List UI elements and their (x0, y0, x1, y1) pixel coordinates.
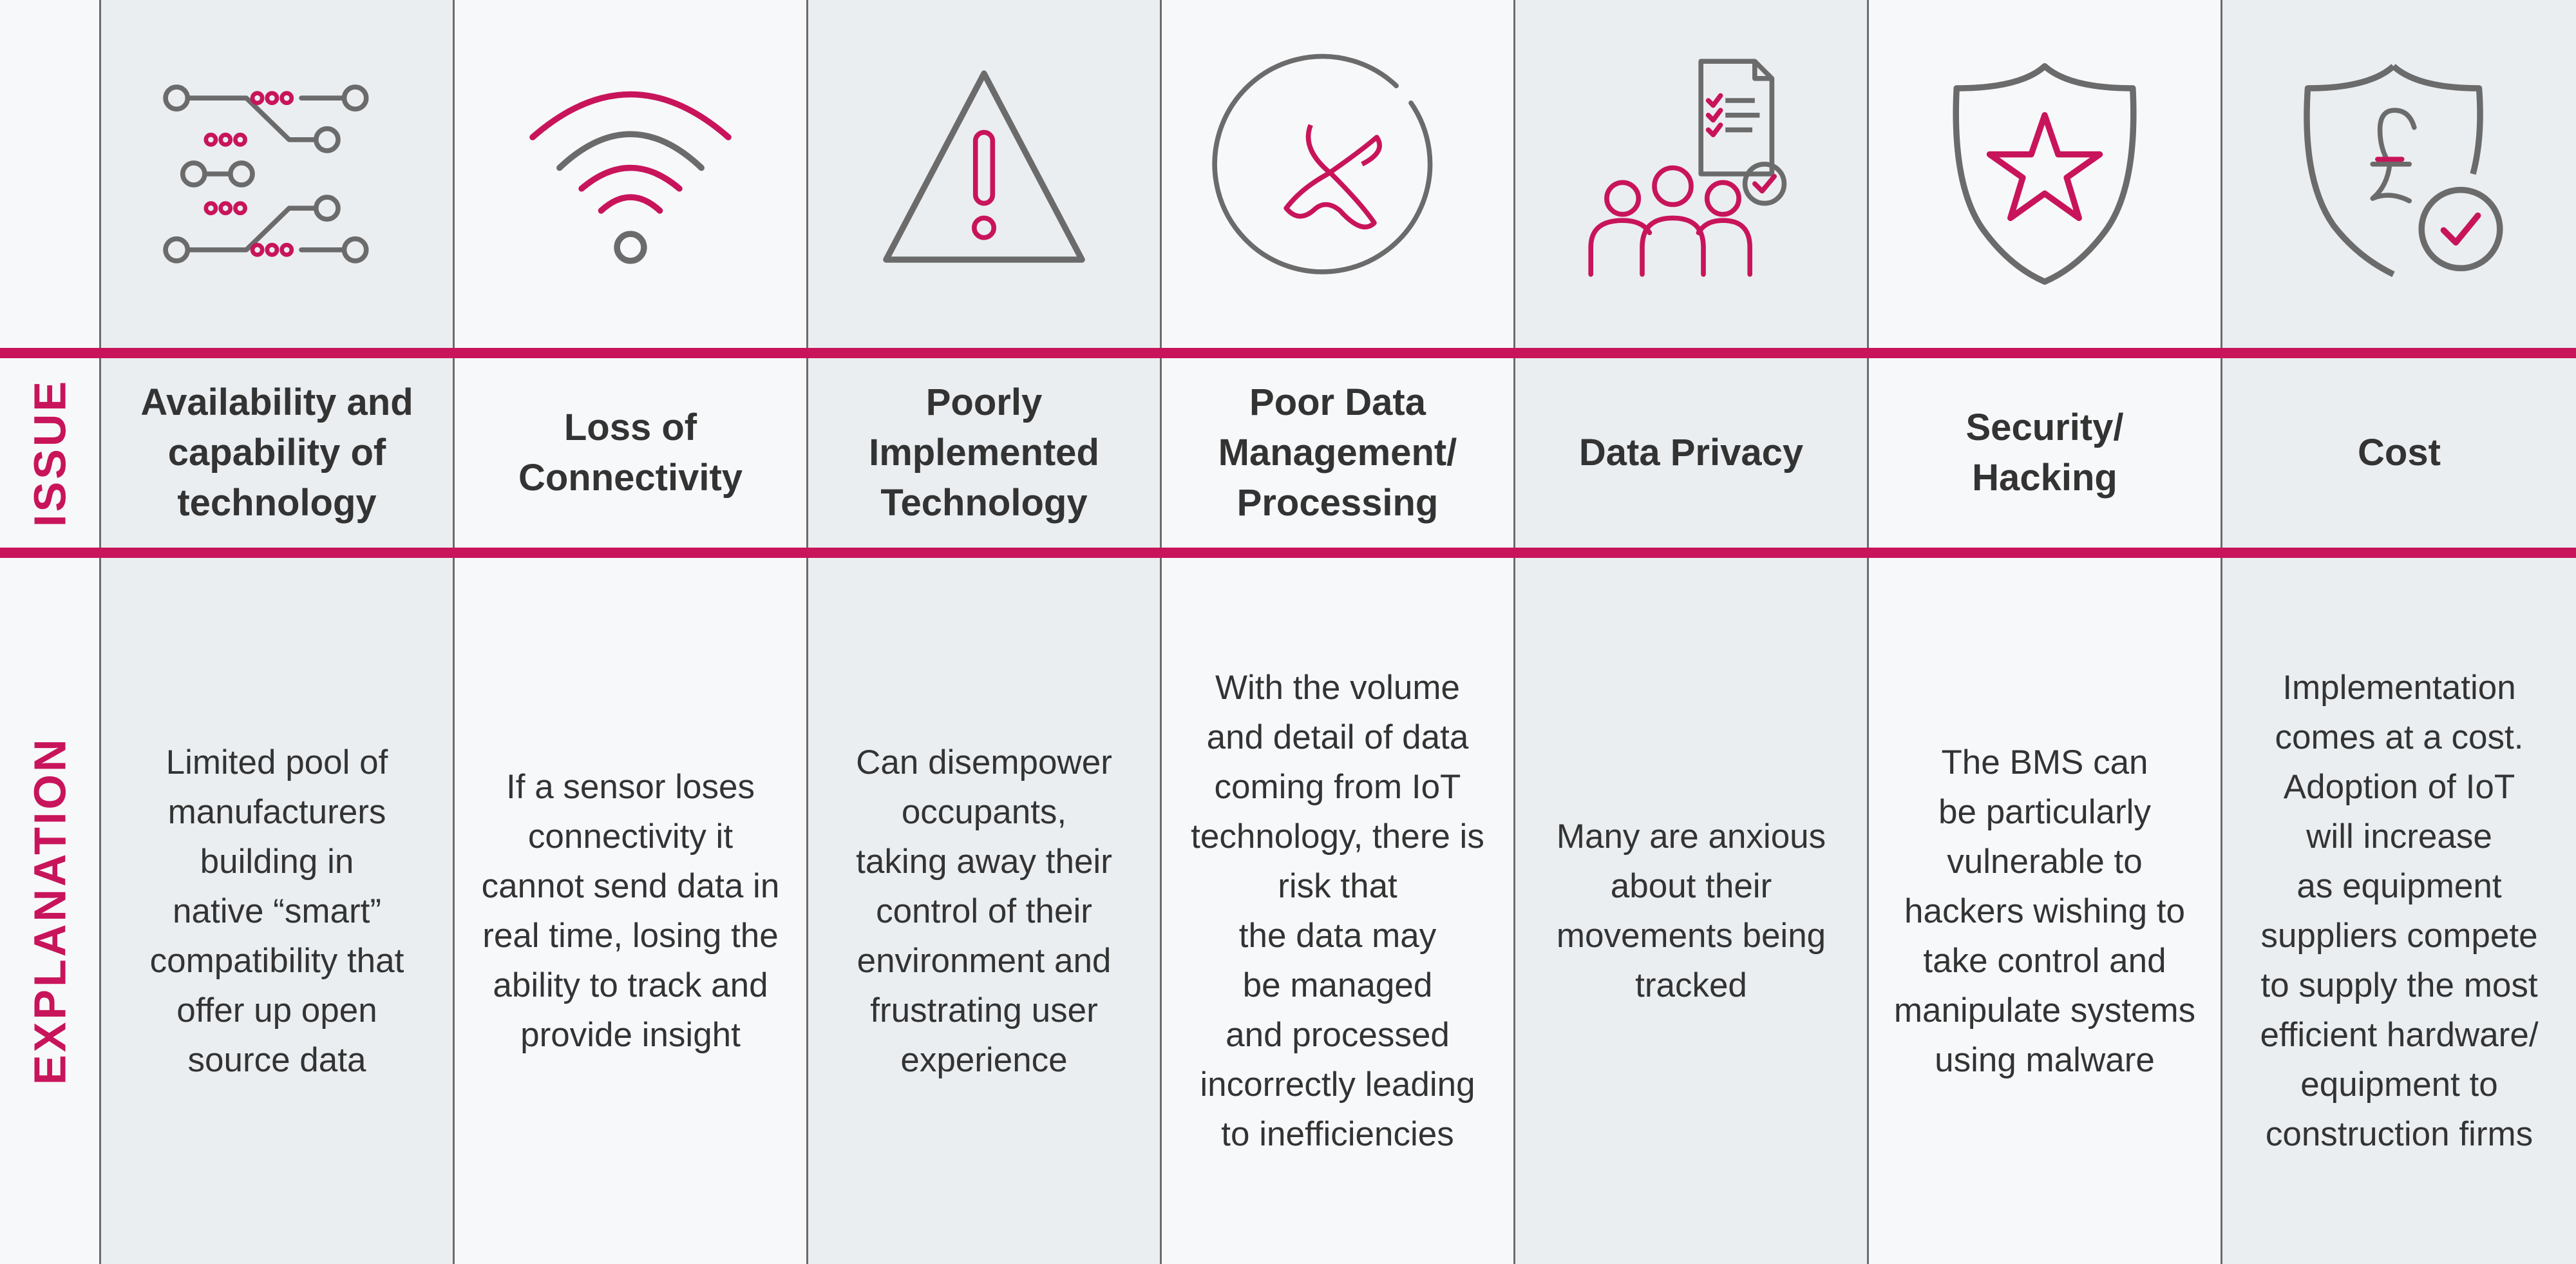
icon-cell-3 (808, 0, 1160, 348)
explanation-cell-4: With the volume and detail of data comin… (1162, 558, 1513, 1264)
explanation-text: Implementation comes at a cost. Adoption… (2260, 669, 2539, 1153)
issue-row-top-band (0, 348, 2576, 358)
explanation-cell-7: Implementation comes at a cost. Adoption… (2222, 558, 2576, 1264)
column-background-5 (1514, 0, 1868, 1264)
issue-row-bottom-band (0, 548, 2576, 558)
issue-cell-4: Poor Data Management/ Processing (1162, 358, 1513, 548)
explanation-cell-5: Many are anxious about their movements b… (1515, 558, 1867, 1264)
icon-cell-6 (1869, 0, 2221, 348)
issue-cell-2: Loss of Connectivity (455, 358, 806, 548)
explanation-text: The BMS can be particularly vulnerable t… (1893, 743, 2196, 1079)
explanation-text: Limited pool of manufacturers building i… (149, 743, 404, 1079)
shield-pound-icon (2303, 64, 2503, 278)
explanation-cell-1: Limited pool of manufacturers building i… (101, 558, 453, 1264)
issue-cell-6: Security/ Hacking (1869, 358, 2221, 548)
explanation-cell-2: If a sensor loses connectivity it cannot… (455, 558, 806, 1264)
issue-row-label: ISSUE (24, 378, 75, 528)
explanation-text: With the volume and detail of data comin… (1191, 669, 1484, 1153)
warning-triangle-icon (883, 70, 1085, 263)
issue-title: Availability and capability of technolog… (140, 381, 413, 524)
column-divider (2221, 0, 2222, 1264)
column-background-3 (807, 0, 1160, 1264)
column-background-1 (100, 0, 453, 1264)
issue-cell-5: Data Privacy (1515, 358, 1867, 548)
explanation-text: Many are anxious about their movements b… (1556, 818, 1826, 1004)
icon-cell-2 (455, 0, 806, 348)
icon-cell-1 (101, 0, 453, 348)
explanation-cell-3: Can disempower occupants, taking away th… (808, 558, 1160, 1264)
icon-cell-5 (1515, 0, 1867, 348)
icon-cell-4 (1162, 0, 1513, 348)
issue-title: Loss of Connectivity (518, 407, 743, 499)
issue-title: Poor Data Management/ Processing (1218, 381, 1457, 524)
crossed-circle-icon (1212, 53, 1433, 274)
issue-title: Data Privacy (1578, 432, 1804, 474)
icon-cell-7 (2222, 0, 2576, 348)
shield-star-icon (1953, 63, 2137, 285)
column-divider (453, 0, 455, 1264)
column-divider (806, 0, 808, 1264)
explanation-row-label: EXPLANATION (24, 736, 75, 1086)
column-divider (99, 0, 101, 1264)
issue-title: Poorly Implemented Technology (869, 381, 1099, 524)
issue-title: Cost (2358, 432, 2441, 474)
explanation-text: If a sensor loses connectivity it cannot… (481, 768, 780, 1054)
wifi-icon (529, 91, 732, 264)
issue-cell-3: Poorly Implemented Technology (808, 358, 1160, 548)
issue-cell-7: Cost (2222, 358, 2576, 548)
explanation-text: Can disempower occupants, taking away th… (856, 743, 1112, 1079)
circuit-board-icon (163, 84, 369, 263)
issue-title: Security/ Hacking (1965, 407, 2124, 499)
people-document-icon (1588, 59, 1787, 277)
column-background-7 (2221, 0, 2576, 1264)
column-divider (1867, 0, 1869, 1264)
column-divider (1513, 0, 1515, 1264)
explanation-cell-6: The BMS can be particularly vulnerable t… (1869, 558, 2221, 1264)
column-divider (1160, 0, 1162, 1264)
issue-cell-1: Availability and capability of technolog… (101, 358, 453, 548)
